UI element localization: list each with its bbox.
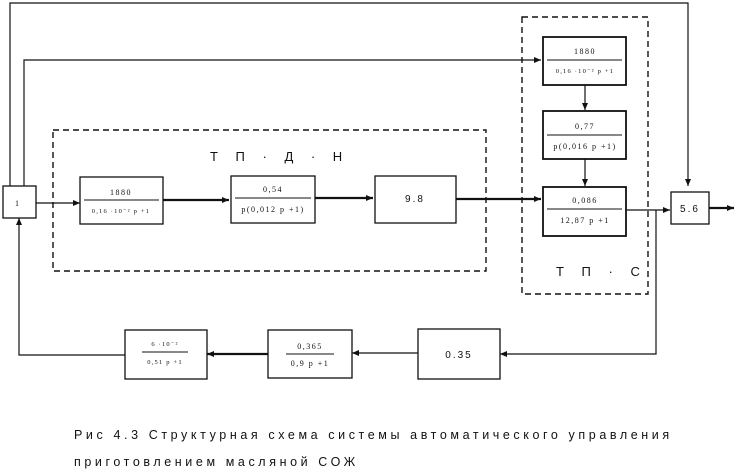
tpc-block-2: 0,77 p(0,016 p +1) bbox=[542, 110, 627, 160]
tpdn-block-1-denominator: 0,16 ·10⁻² p +1 bbox=[92, 208, 150, 215]
feedback-block-2: 0,365 0,9 p +1 bbox=[267, 329, 353, 379]
output-gain-block bbox=[670, 191, 710, 225]
tpdn-block-1-numerator: 1880 bbox=[110, 188, 132, 197]
tpc-block-1: 1880 0,16 ·10⁻² p +1 bbox=[542, 36, 627, 86]
tpc-block-1-numerator: 1880 bbox=[574, 47, 596, 56]
wire-fb3-to-summing bbox=[16, 218, 125, 356]
tpdn-block-2-numerator: 0,54 bbox=[263, 185, 283, 194]
tpdn-region-label: Т П · Д · Н bbox=[210, 149, 349, 164]
tpdn-block-2: 0,54 p(0,012 p +1) bbox=[230, 175, 316, 224]
output-gain-label: 5.6 bbox=[680, 204, 700, 215]
tpc-block-2-denominator: p(0,016 p +1) bbox=[553, 142, 616, 151]
tpdn-block-2-denominator: p(0,012 p +1) bbox=[241, 205, 304, 214]
wire-top-outer bbox=[9, 2, 691, 186]
wire-feedback-down bbox=[500, 210, 657, 357]
tpdn-region-frame bbox=[52, 129, 487, 272]
tpc-region-frame bbox=[521, 16, 649, 295]
wire-to-tpc-1 bbox=[23, 57, 541, 186]
tpc-block-3-denominator: 12,87 p +1 bbox=[560, 216, 610, 225]
feedback-block-3: 6 ·10⁻² 0,51 p +1 bbox=[124, 329, 208, 380]
feedback-block-1-label: 0.35 bbox=[445, 350, 472, 361]
summing-block bbox=[2, 185, 37, 219]
feedback-block-2-denominator: 0,9 p +1 bbox=[291, 359, 330, 368]
feedback-block-3-numerator: 6 ·10⁻² bbox=[151, 341, 178, 348]
feedback-block-1 bbox=[417, 328, 501, 380]
tpc-block-3: 0,086 12,87 p +1 bbox=[542, 186, 627, 237]
figure-caption-line-1: Рис 4.3 Структурная схема системы автома… bbox=[74, 428, 673, 442]
tpc-block-3-numerator: 0,086 bbox=[572, 196, 598, 205]
summing-block-label: 1 bbox=[15, 199, 21, 208]
tpc-block-2-numerator: 0,77 bbox=[575, 122, 595, 131]
feedback-block-2-numerator: 0,365 bbox=[297, 342, 323, 351]
figure-caption-line-2: приготовлением масляной СОЖ bbox=[74, 455, 359, 469]
tpdn-block-3 bbox=[374, 175, 457, 224]
tpc-region-label: Т П · С bbox=[556, 264, 647, 279]
feedback-block-3-denominator: 0,51 p +1 bbox=[147, 359, 183, 366]
tpdn-block-1: 1880 0,16 ·10⁻² p +1 bbox=[79, 176, 164, 225]
tpdn-block-3-label: 9.8 bbox=[405, 194, 425, 205]
tpc-block-1-denominator: 0,16 ·10⁻² p +1 bbox=[556, 68, 614, 75]
